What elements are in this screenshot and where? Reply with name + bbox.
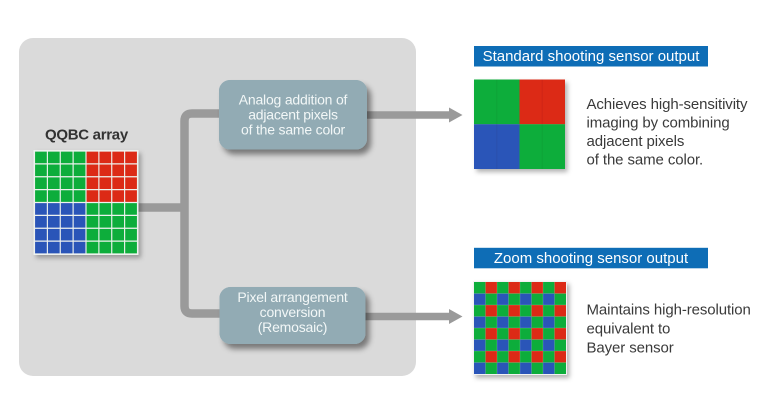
svg-text:Zoom shooting sensor output: Zoom shooting sensor output bbox=[494, 250, 689, 267]
svg-text:of the same color: of the same color bbox=[241, 122, 346, 138]
svg-text:Maintains high-resolution: Maintains high-resolution bbox=[587, 302, 751, 319]
svg-text:Analog addition of: Analog addition of bbox=[239, 92, 348, 108]
svg-text:conversion: conversion bbox=[260, 304, 326, 320]
svg-text:Pixel arrangement: Pixel arrangement bbox=[237, 289, 348, 305]
svg-text:imaging by combining: imaging by combining bbox=[587, 114, 730, 131]
svg-text:(Remosaic): (Remosaic) bbox=[258, 319, 328, 335]
svg-text:adjacent pixels: adjacent pixels bbox=[248, 107, 338, 123]
svg-text:of the same color.: of the same color. bbox=[587, 152, 704, 169]
svg-text:Standard shooting sensor outpu: Standard shooting sensor output bbox=[483, 48, 701, 65]
svg-text:QQBC array: QQBC array bbox=[45, 127, 129, 144]
svg-text:equivalent to: equivalent to bbox=[587, 320, 671, 337]
svg-text:Achieves high-sensitivity: Achieves high-sensitivity bbox=[587, 96, 749, 113]
svg-text:adjacent pixels: adjacent pixels bbox=[587, 133, 685, 150]
svg-text:Bayer sensor: Bayer sensor bbox=[587, 339, 674, 356]
